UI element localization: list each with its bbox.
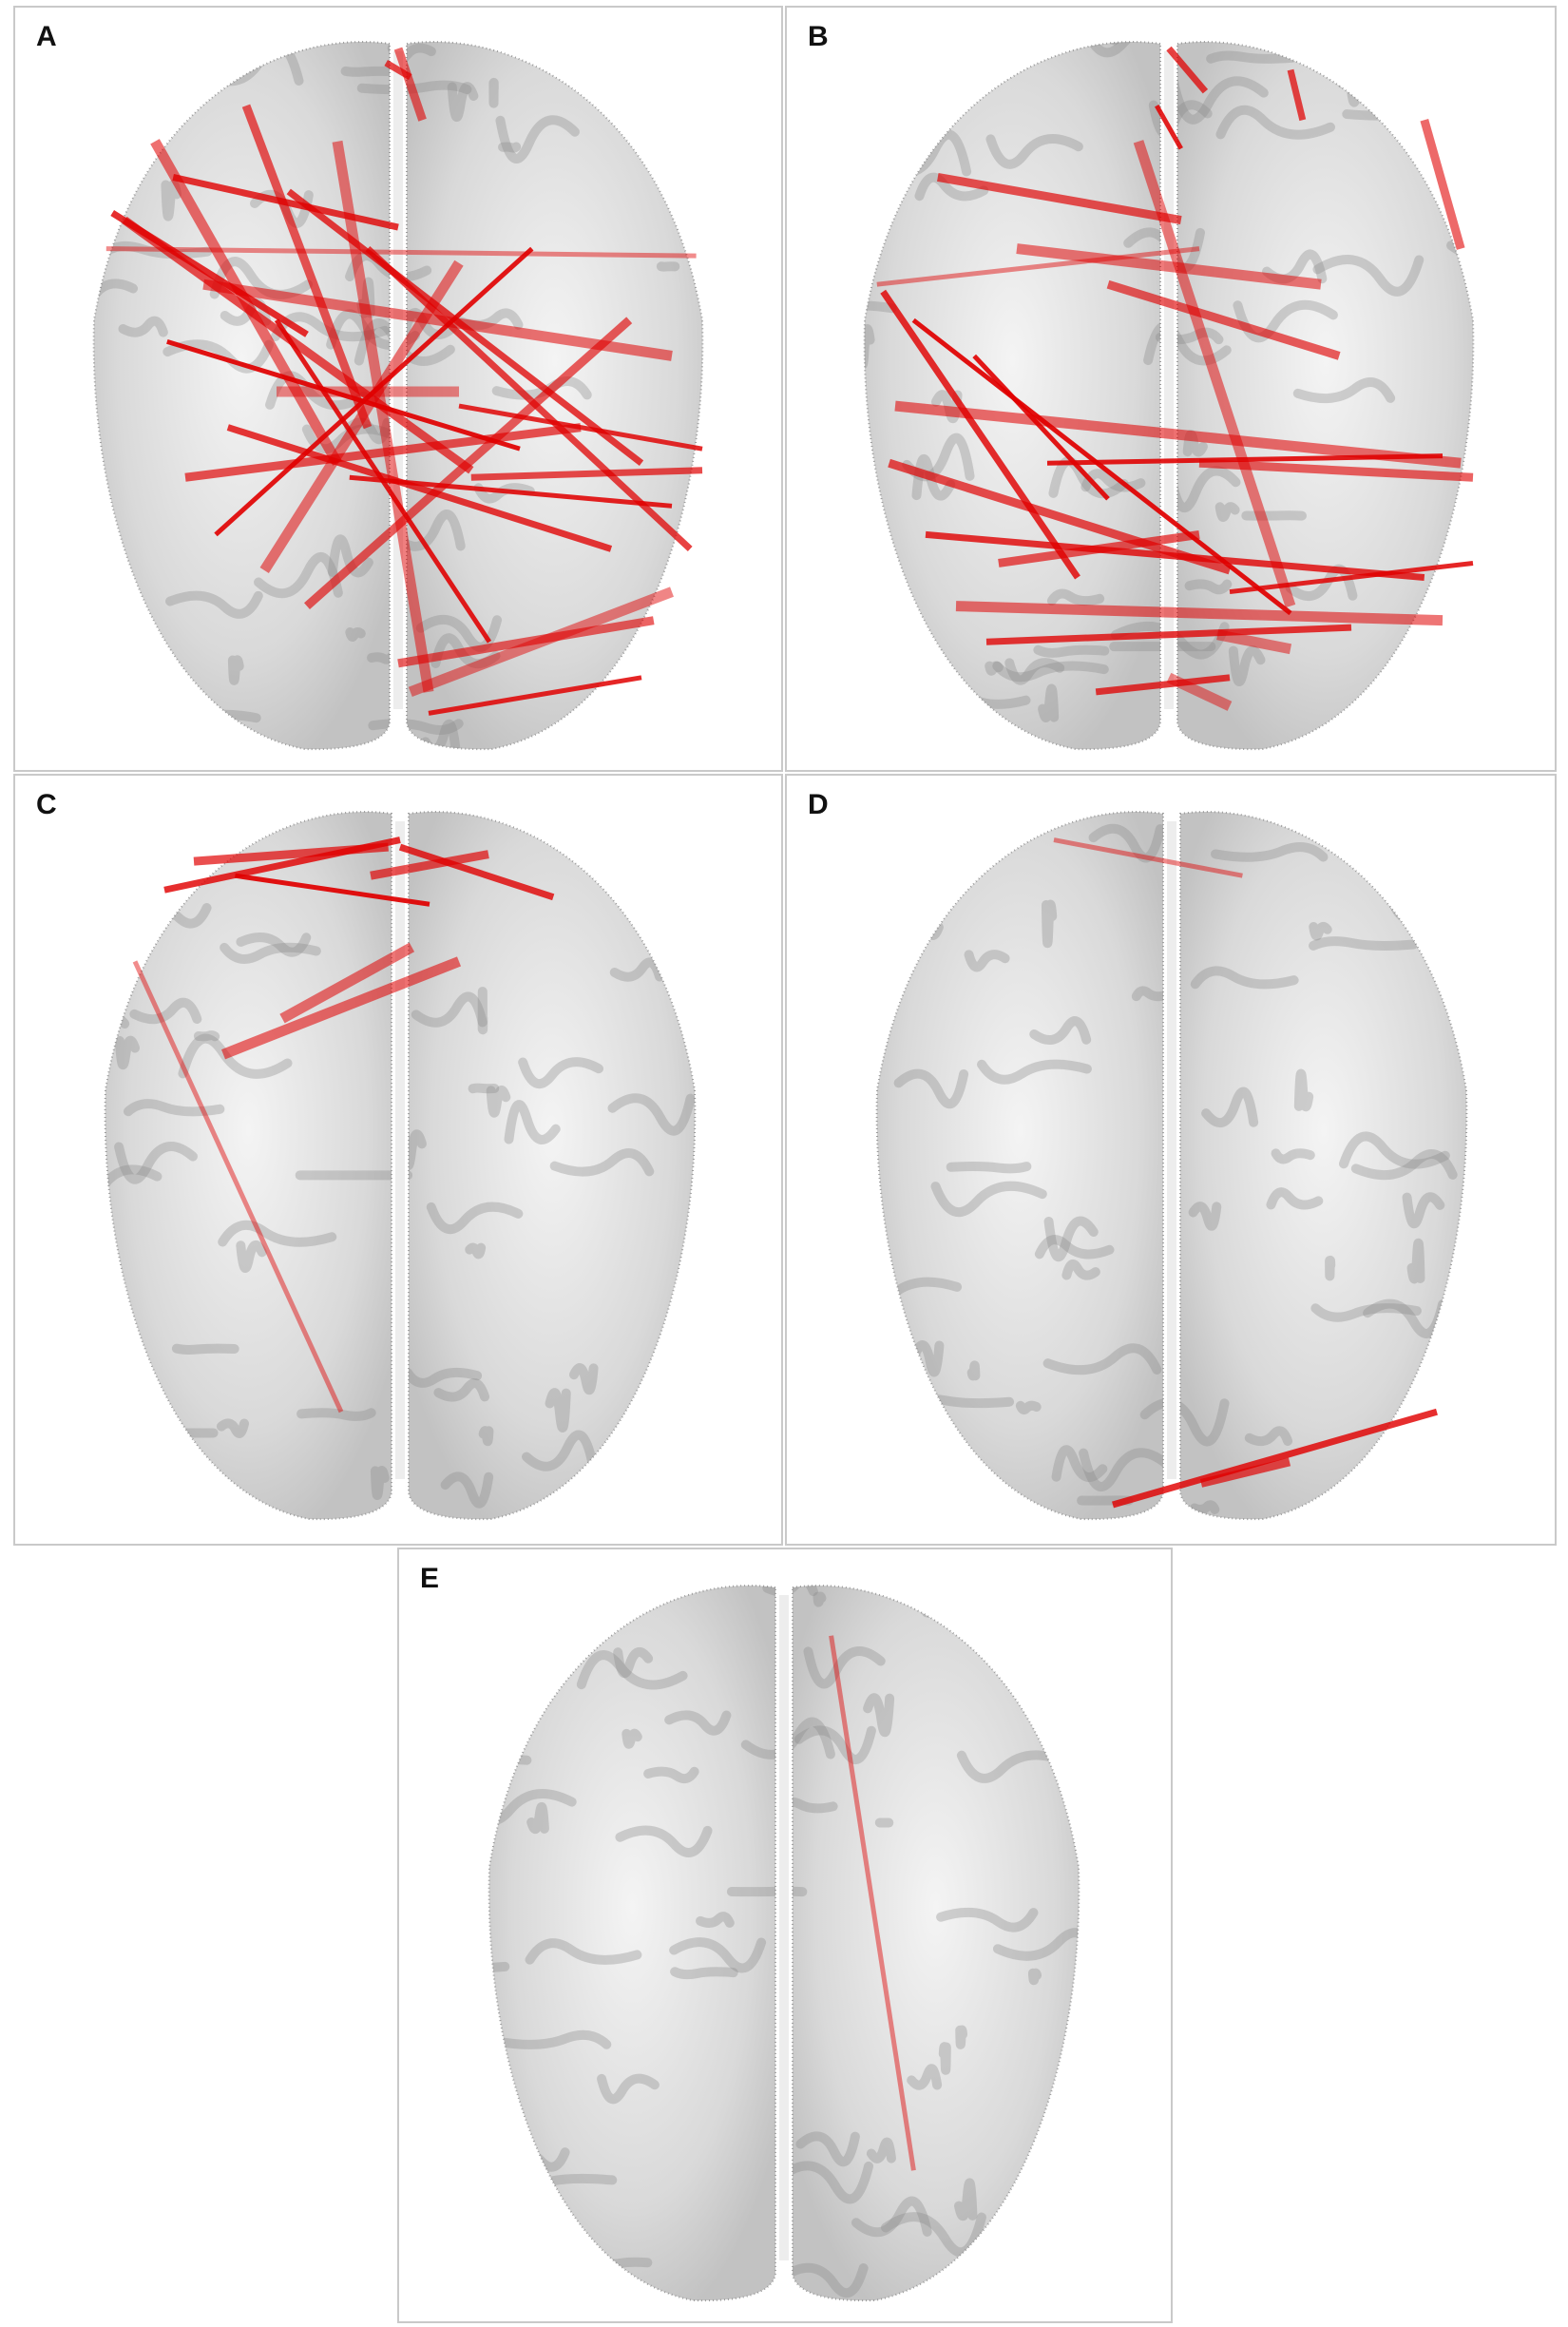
connection-edge (1229, 560, 1474, 595)
connection-edge (911, 317, 1292, 616)
connection-edge (880, 289, 1080, 580)
connection-edge (937, 172, 1182, 224)
connection-edge (332, 140, 434, 693)
gyri-folds (488, 1586, 1080, 2298)
connection-edge (955, 601, 1444, 626)
connections (829, 1635, 916, 2171)
connection-edge (1155, 104, 1183, 150)
connection-edge (397, 616, 655, 668)
connection-edge (365, 246, 693, 552)
connection-edge (166, 338, 521, 452)
connection-edge (829, 1635, 916, 2171)
connection-edge (1287, 68, 1307, 122)
connection-edge (408, 587, 674, 697)
connection-edge (1198, 458, 1474, 482)
connection-edge (1016, 243, 1322, 290)
brain-figure (104, 811, 697, 1521)
right-hemisphere (792, 1585, 1080, 2302)
left-hemisphere (488, 1585, 776, 2302)
connection-edge (1133, 140, 1296, 608)
connection-edge (985, 624, 1352, 645)
connections (1053, 837, 1438, 1509)
connection-edge (1053, 837, 1243, 878)
connection-edge (888, 458, 1232, 575)
longitudinal-fissure (395, 821, 405, 1479)
connection-edge (1095, 674, 1231, 696)
connection-edge (150, 139, 342, 466)
panel-label: E (420, 1563, 440, 1594)
connection-edge (925, 530, 1425, 582)
connection-edge (972, 354, 1110, 501)
connections (132, 837, 555, 1414)
panel-label: D (808, 789, 829, 820)
connection-edge (370, 850, 489, 880)
brain-figure (863, 41, 1475, 751)
connection-edge (122, 216, 474, 474)
connection-edge (184, 423, 582, 482)
connection-edge (241, 104, 373, 430)
connection-edge (1166, 672, 1233, 711)
connection-edge (1106, 279, 1341, 360)
left-hemisphere (92, 41, 391, 751)
right-hemisphere (1179, 811, 1468, 1521)
connection-edge (279, 942, 415, 1024)
connection-edge (193, 842, 389, 866)
connection-edge (105, 246, 697, 259)
longitudinal-fissure (1164, 51, 1174, 709)
brain-figure (488, 1585, 1080, 2302)
connections (876, 46, 1474, 711)
connection-edge (349, 474, 673, 509)
connection-edge (304, 317, 633, 609)
connection-edge (226, 424, 613, 552)
longitudinal-fissure (1167, 821, 1176, 1479)
connection-edge (428, 675, 642, 716)
panel-label: A (36, 21, 57, 52)
panel-e: E (397, 1548, 1173, 2323)
connection-edge (894, 400, 1462, 469)
connection-edge (202, 279, 673, 361)
connection-edge (220, 956, 462, 1060)
connection-edge (998, 529, 1200, 567)
connection-edge (259, 260, 464, 573)
panel-label: C (36, 789, 57, 820)
connection-edge (132, 960, 344, 1414)
left-hemisphere (104, 811, 392, 1521)
connections (105, 47, 703, 716)
right-hemisphere (408, 811, 697, 1521)
connection-edge (1166, 46, 1209, 94)
connection-edge (286, 188, 644, 466)
longitudinal-fissure (779, 1595, 789, 2260)
brain-figure (875, 811, 1468, 1521)
connection-edge (398, 843, 555, 901)
connection-edge (470, 467, 703, 481)
connection-edge (1199, 1457, 1291, 1488)
connection-edge (393, 47, 427, 122)
connection-edge (1112, 1408, 1438, 1509)
panel-c: C (13, 774, 783, 1546)
connection-edge (235, 873, 430, 907)
panel-a: A (13, 6, 783, 772)
panel-d: D (785, 774, 1557, 1546)
connection-edge (458, 403, 703, 452)
panel-label: B (808, 21, 829, 52)
brain-figure (92, 41, 704, 751)
connection-edge (876, 246, 1200, 287)
connection-edge (1216, 629, 1292, 655)
connection-edge (1420, 119, 1465, 250)
left-hemisphere (875, 811, 1164, 1521)
panel-b: B (785, 6, 1557, 772)
longitudinal-fissure (393, 51, 403, 709)
